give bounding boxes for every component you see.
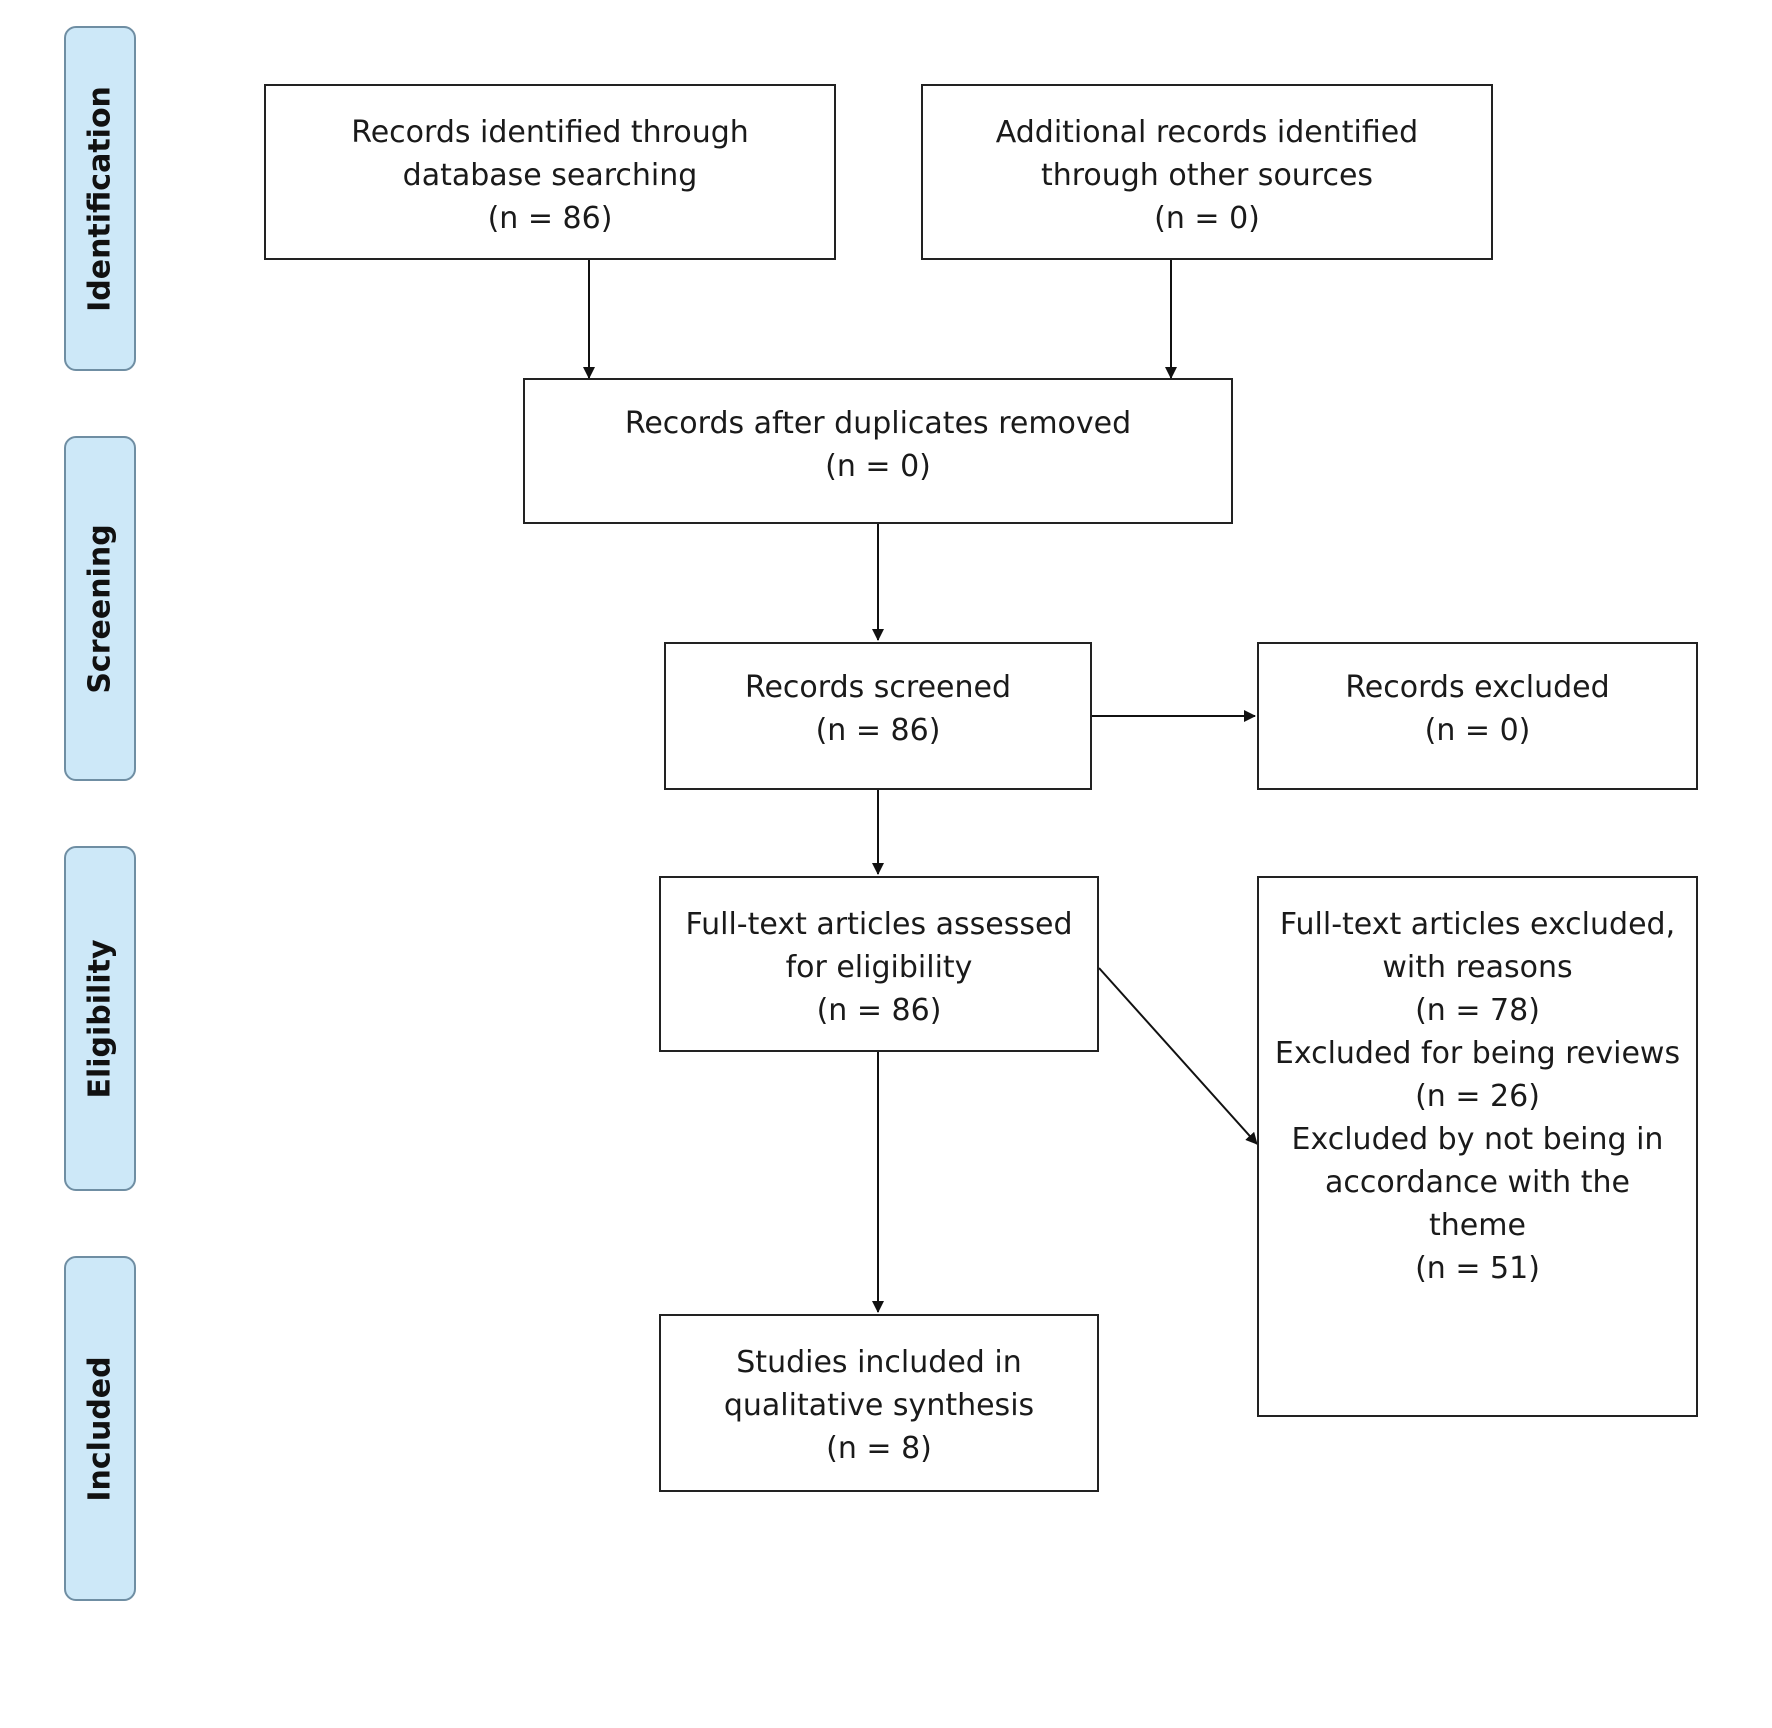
box-line: for eligibility xyxy=(785,950,973,985)
phase-screening: Screening xyxy=(64,436,136,781)
box-line: (n = 0) xyxy=(1424,713,1531,748)
arrow-fulltext-to-excluded xyxy=(1098,967,1258,1145)
box-line: Studies included in xyxy=(736,1345,1022,1380)
connector-arrows xyxy=(583,260,1258,1313)
box-line: theme xyxy=(1429,1208,1526,1243)
box-database-search: Records identified through database sear… xyxy=(264,84,836,260)
prisma-flow-diagram: Identification Screening Eligibility Inc… xyxy=(6,6,1766,1722)
box-line: (n = 0) xyxy=(1154,201,1260,236)
box-line: qualitative synthesis xyxy=(723,1388,1035,1423)
box-line: Full-text articles excluded, xyxy=(1279,907,1676,942)
box-line: Full-text articles assessed xyxy=(685,907,1073,942)
box-fulltext-assessed: Full-text articles assessed for eligibil… xyxy=(659,876,1099,1052)
box-line: Records after duplicates removed xyxy=(624,406,1132,441)
box-line: through other sources xyxy=(1040,158,1374,193)
box-other-sources: Additional records identified through ot… xyxy=(921,84,1493,260)
box-line: (n = 26) xyxy=(1415,1079,1540,1114)
box-line: (n = 86) xyxy=(487,201,613,236)
box-line: (n = 51) xyxy=(1415,1251,1540,1286)
box-included-studies: Studies included in qualitative synthesi… xyxy=(659,1314,1099,1492)
box-line: Excluded by not being in xyxy=(1291,1122,1664,1157)
box-line: with reasons xyxy=(1382,950,1573,985)
box-records-excluded: Records excluded (n = 0) xyxy=(1257,642,1698,790)
box-line: (n = 0) xyxy=(825,449,931,484)
box-line: (n = 8) xyxy=(826,1431,932,1466)
box-fulltext-excluded: Full-text articles excluded, with reason… xyxy=(1257,876,1698,1417)
box-after-duplicates: Records after duplicates removed (n = 0) xyxy=(523,378,1233,524)
box-line: (n = 78) xyxy=(1415,993,1540,1028)
box-records-screened: Records screened (n = 86) xyxy=(664,642,1092,790)
box-line: Additional records identified xyxy=(995,115,1419,150)
phase-included: Included xyxy=(64,1256,136,1601)
box-line: Records identified through xyxy=(351,115,749,150)
box-line: Excluded for being reviews xyxy=(1274,1036,1681,1071)
box-line: (n = 86) xyxy=(816,993,942,1028)
box-line: (n = 86) xyxy=(815,713,941,748)
box-line: Records excluded xyxy=(1345,670,1610,705)
box-line: database searching xyxy=(402,158,698,193)
phase-eligibility: Eligibility xyxy=(64,846,136,1191)
box-line: Records screened xyxy=(744,670,1012,705)
phase-identification: Identification xyxy=(64,26,136,371)
box-line: accordance with the xyxy=(1325,1165,1630,1200)
